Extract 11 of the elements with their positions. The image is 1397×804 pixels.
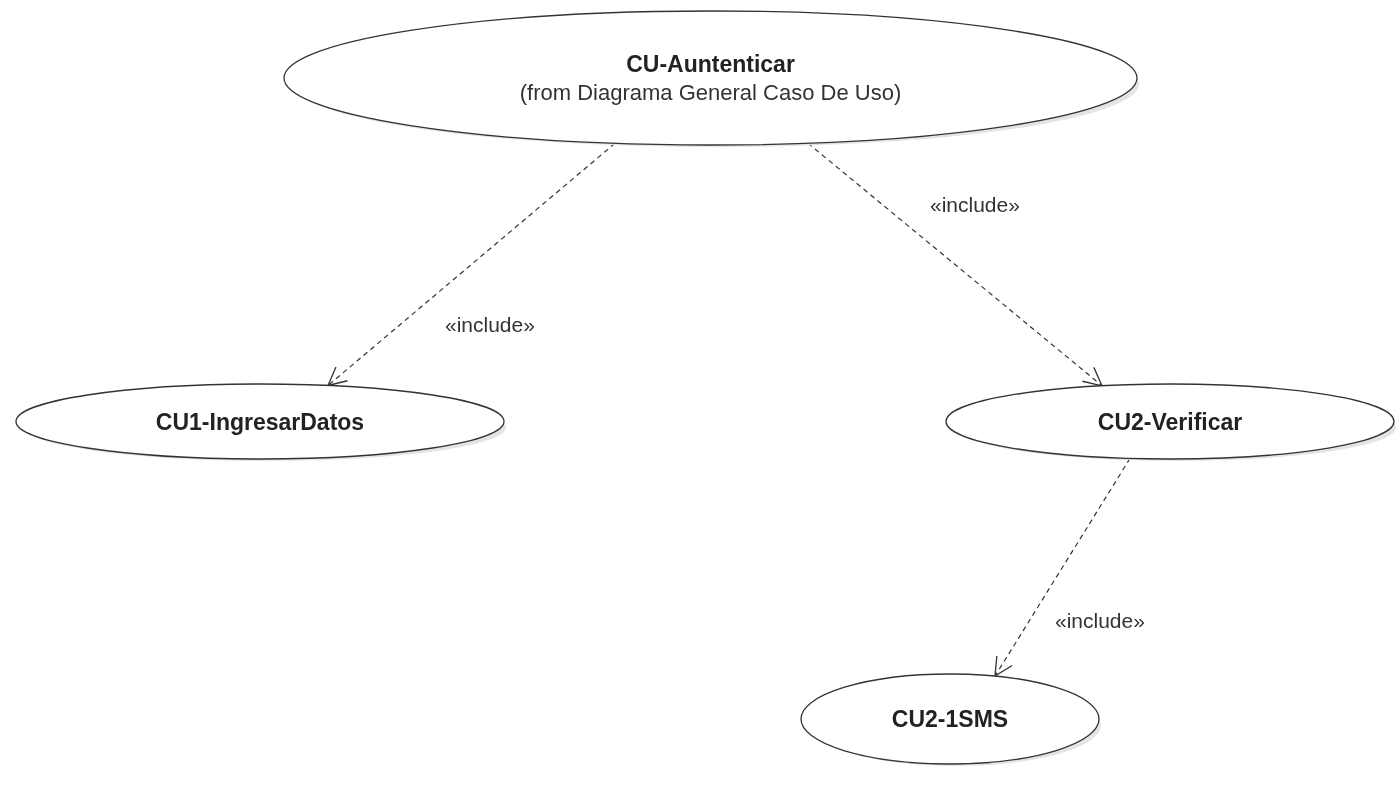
use-case-name: CU2-1SMS (891, 705, 1009, 734)
use-case-ellipse (945, 383, 1395, 460)
use-case-name: CU-Auntenticar (626, 50, 795, 79)
use-case-ellipse (800, 673, 1100, 765)
use-case-ellipse (283, 10, 1138, 146)
include-arrow (327, 142, 616, 387)
use-case-name: CU1-IngresarDatos (155, 407, 365, 437)
use-case-ellipse (15, 383, 505, 460)
use-case-origin: (from Diagrama General Caso De Uso) (519, 79, 902, 107)
use-case-name: CU2-Verificar (1097, 407, 1243, 437)
include-arrow (807, 142, 1103, 387)
